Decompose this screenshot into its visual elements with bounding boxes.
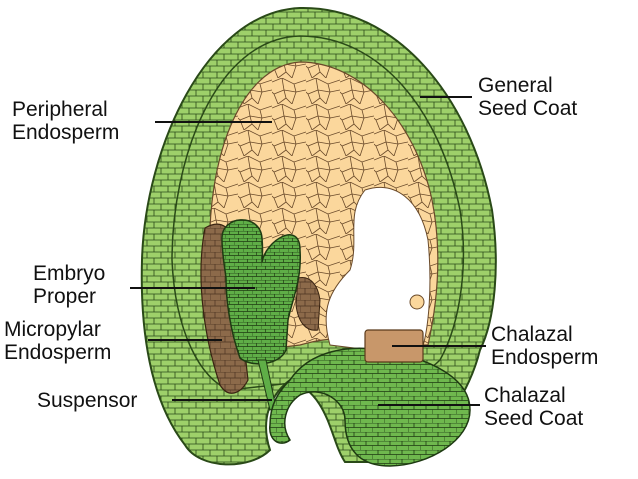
label-peripheral-endosperm: Peripheral Endosperm	[12, 98, 120, 144]
label-embryo-proper: Embryo Proper	[33, 262, 106, 308]
embryo-proper-region	[221, 219, 301, 365]
endosperm-vacuole	[409, 294, 425, 310]
label-chalazal-seed-coat: Chalazal Seed Coat	[484, 384, 584, 430]
micropylar-endosperm-right	[295, 276, 321, 331]
label-micropylar-endosperm: Micropylar Endosperm	[4, 318, 112, 364]
micropylar-endosperm-region	[200, 223, 249, 394]
label-general-seed-coat: General Seed Coat	[478, 74, 578, 120]
label-suspensor: Suspensor	[37, 389, 138, 412]
label-chalazal-endosperm: Chalazal Endosperm	[491, 323, 599, 369]
